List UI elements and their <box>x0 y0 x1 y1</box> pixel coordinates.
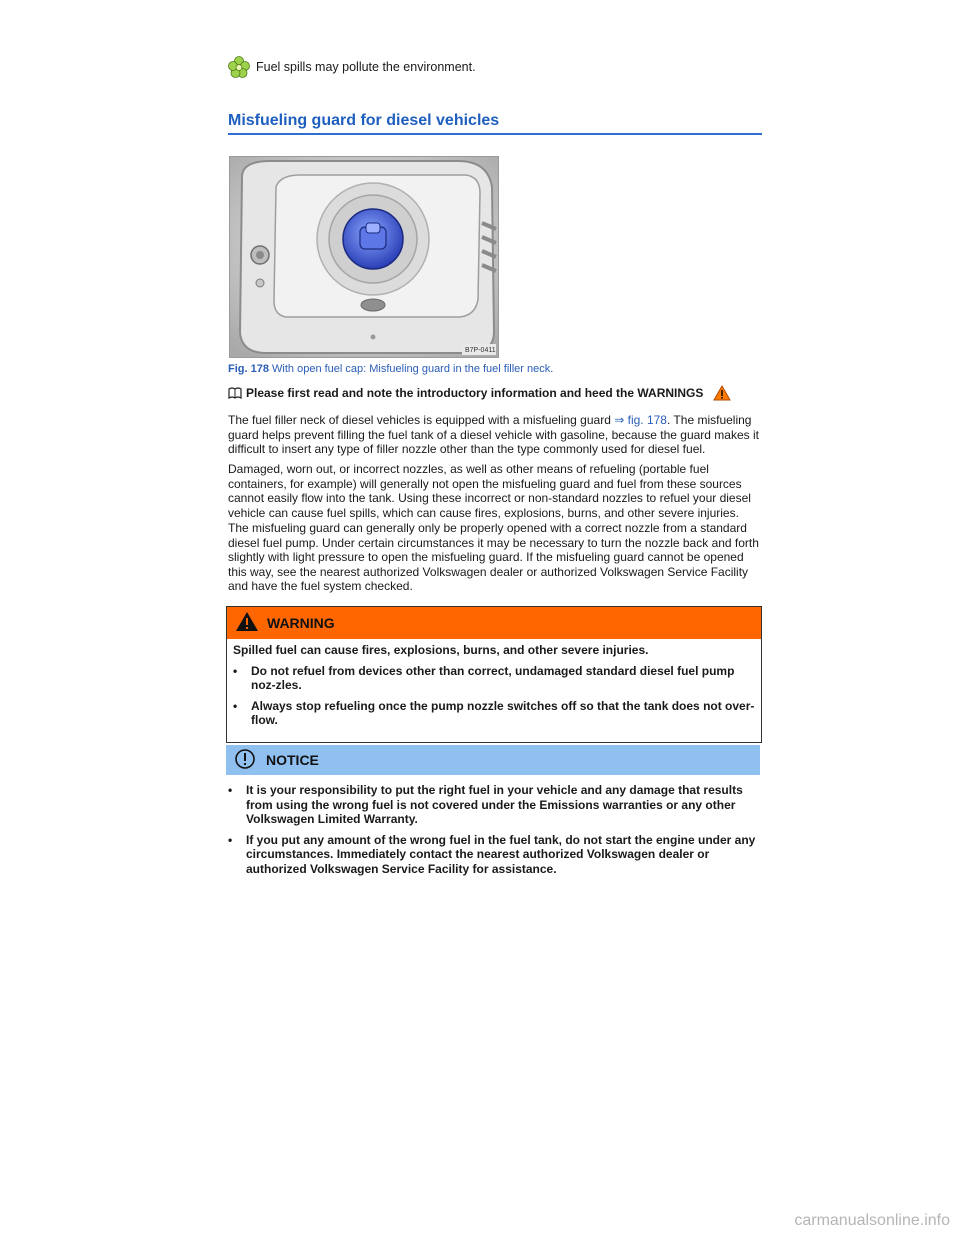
warning-header: WARNING <box>227 607 761 639</box>
warning-item-text: Do not refuel from devices other than co… <box>251 663 735 693</box>
warning-item-text: Always stop refueling once the pump nozz… <box>251 698 755 728</box>
warning-lead: Spilled fuel can cause fires, explosions… <box>233 643 649 657</box>
warning-body: Spilled fuel can cause fires, explosions… <box>227 639 761 742</box>
bullet-marker: • <box>233 663 238 678</box>
warning-triangle-icon <box>235 611 259 635</box>
figure-reference-link[interactable]: ⇒ fig. 178 <box>614 413 667 427</box>
paragraph-1-end: . The misfueling guard helps prevent fil… <box>228 413 759 456</box>
fuel-filler-illustration: B7P-0411 <box>230 157 498 357</box>
warning-item: • Do not refuel from devices other than c… <box>233 664 755 693</box>
notice-item-text: If you put any amount of the wrong fuel … <box>246 832 756 876</box>
notice-box: NOTICE • It is your responsibility to put… <box>226 745 760 882</box>
figure-caption: Fig. 178 With open fuel cap: Misfueling … <box>228 363 553 375</box>
paragraph-3: The misfueling guard can generally only … <box>228 521 759 593</box>
notice-item: • If you put any amount of the wrong fuel… <box>228 833 758 877</box>
notice-item-text: It is your responsibility to put the rig… <box>246 783 743 826</box>
watermark: carmanualsonline.info <box>794 1212 950 1229</box>
bullet-marker: • <box>233 698 238 713</box>
notice-exclamation-icon <box>234 748 256 773</box>
warning-box: WARNING Spilled fuel can cause fires, ex… <box>226 606 762 743</box>
notice-item: • It is your responsibility to put the ri… <box>228 783 758 827</box>
intro-text: Please first read and note the introduct… <box>246 386 704 400</box>
bullet-marker: • <box>228 832 233 847</box>
figure-code: B7P-0411 <box>465 347 496 354</box>
notice-header: NOTICE <box>226 745 760 775</box>
environment-note-text: Fuel spills may pollute the environment. <box>256 60 476 74</box>
paragraph-1: The fuel filler neck of diesel vehicles … <box>228 413 762 457</box>
notice-title: NOTICE <box>266 752 319 768</box>
figure-caption-text: With open fuel cap: Misfueling guard in … <box>272 363 554 375</box>
warning-title: WARNING <box>267 615 335 631</box>
warning-triangle-icon <box>713 384 732 401</box>
notice-body: • It is your responsibility to put the ri… <box>226 775 760 876</box>
section-title: Misfueling guard for diesel vehicles <box>228 112 762 135</box>
environment-note: Fuel spills may pollute the environment. <box>228 56 476 78</box>
bullet-marker: • <box>228 783 233 797</box>
paragraph-1-start: The fuel filler neck of diesel vehicles … <box>228 413 615 427</box>
book-icon <box>228 387 242 400</box>
figure-fuel-filler: B7P-0411 <box>229 156 499 358</box>
paragraph-2: Damaged, worn out, or incorrect nozzles,… <box>228 462 751 520</box>
environment-flower-icon <box>228 56 250 78</box>
figure-label: Fig. 178 <box>228 363 269 375</box>
warning-item: • Always stop refueling once the pump noz… <box>233 699 755 728</box>
intro-line: Please first read and note the introduct… <box>228 384 762 401</box>
